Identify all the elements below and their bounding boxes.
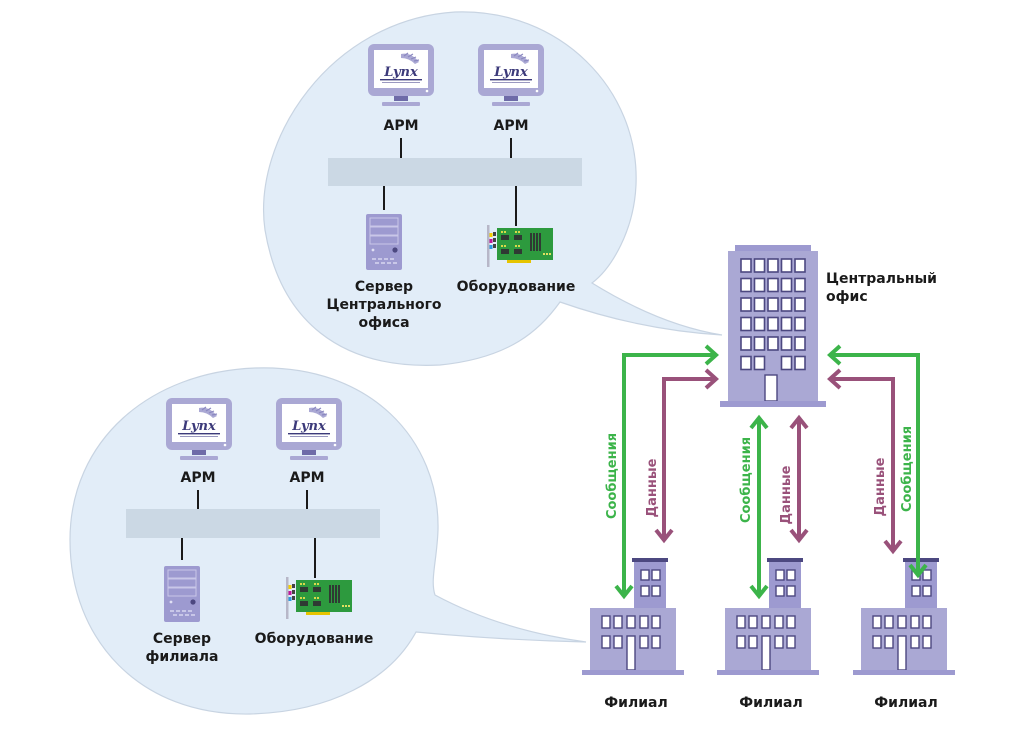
- building-window: [753, 258, 766, 273]
- branch-building-icon: [852, 557, 956, 676]
- branch-building-icon: [716, 557, 820, 676]
- building-window: [794, 355, 806, 371]
- branch-label: Филиал: [874, 695, 937, 711]
- messages-arrowhead: [749, 414, 769, 430]
- data-arrow: [830, 377, 895, 551]
- building-window: [740, 258, 752, 273]
- building-window: [767, 316, 779, 332]
- branch-label: Филиал: [604, 695, 667, 711]
- data-arrowhead: [883, 539, 903, 555]
- connector-line: [181, 538, 183, 560]
- server-label-line: филиала: [146, 649, 219, 665]
- building-window: [753, 277, 766, 293]
- building-window: [794, 316, 806, 332]
- building-window: [753, 297, 766, 312]
- building-window: [780, 355, 793, 371]
- central-bubble-shape: [263, 11, 723, 366]
- data-arrowhead: [654, 528, 674, 544]
- connector-line: [400, 138, 402, 158]
- connector-line: [510, 138, 512, 158]
- building-window: [740, 336, 752, 351]
- server-label-line: Сервер: [355, 279, 413, 295]
- building-window: [780, 297, 793, 312]
- building-window: [794, 277, 806, 293]
- messages-arrowhead: [704, 344, 719, 366]
- connector-line: [515, 186, 517, 226]
- messages-arrowhead: [827, 344, 842, 366]
- connector-line: [306, 490, 308, 509]
- messages-arrowhead: [749, 584, 769, 600]
- messages-label: Сообщения: [900, 426, 915, 512]
- messages-label: Сообщения: [739, 437, 754, 523]
- connector-line: [383, 186, 385, 210]
- building-window: [794, 297, 806, 312]
- building-window: [740, 277, 752, 293]
- building-window: [753, 355, 766, 371]
- central-office-label-line: Центральный: [826, 271, 937, 287]
- building-window: [794, 258, 806, 273]
- data-arrowhead: [704, 368, 719, 390]
- server-label-line: Сервер: [153, 631, 211, 647]
- central-office-bubble: АРМ АРМ Сервер Центрального офиса Оборуд…: [263, 11, 723, 366]
- building-window: [767, 297, 779, 312]
- building-window: [767, 277, 779, 293]
- messages-arrowhead: [908, 563, 928, 579]
- workstation-label: АРМ: [493, 118, 528, 134]
- server-label-line: Центрального: [326, 297, 441, 313]
- messages-arrow: [622, 353, 716, 596]
- building-window: [767, 258, 779, 273]
- workstation-label: АРМ: [289, 470, 324, 486]
- building-window: [753, 336, 766, 351]
- building-window: [780, 258, 793, 273]
- central-office-building-icon: [720, 245, 826, 407]
- data-label: Данные: [645, 458, 660, 517]
- connector-line: [314, 538, 316, 578]
- branch-label: Филиал: [739, 695, 802, 711]
- building-window: [767, 336, 779, 351]
- workstation-label: АРМ: [180, 470, 215, 486]
- data-arrowhead: [789, 414, 809, 430]
- building-window: [740, 297, 752, 312]
- data-arrowhead: [789, 528, 809, 544]
- network-bus: [328, 158, 582, 186]
- connector-line: [197, 490, 199, 509]
- server-icon: [365, 213, 403, 271]
- messages-arrow: [830, 353, 920, 575]
- building-window: [780, 277, 793, 293]
- network-bus: [126, 509, 380, 538]
- equipment-label: Оборудование: [457, 279, 576, 295]
- messages-arrowhead: [614, 584, 634, 600]
- branch-building-icon: [581, 557, 685, 676]
- building-window: [794, 336, 806, 351]
- building-window: [753, 316, 766, 332]
- branch-bubble: АРМ АРМ Сервер филиала Оборудование: [69, 367, 587, 715]
- building-window: [740, 316, 752, 332]
- workstation-label: АРМ: [383, 118, 418, 134]
- data-label: Данные: [873, 457, 888, 516]
- data-arrowhead: [827, 368, 842, 390]
- central-office-label-line: офис: [826, 289, 868, 305]
- data-label: Данные: [779, 465, 794, 524]
- data-arrow: [662, 377, 716, 540]
- server-label-line: офиса: [358, 315, 409, 331]
- equipment-label: Оборудование: [255, 631, 374, 647]
- building-window: [780, 336, 793, 351]
- building-window: [740, 355, 752, 371]
- messages-label: Сообщения: [605, 433, 620, 519]
- building-window: [780, 316, 793, 332]
- server-icon: [163, 565, 201, 623]
